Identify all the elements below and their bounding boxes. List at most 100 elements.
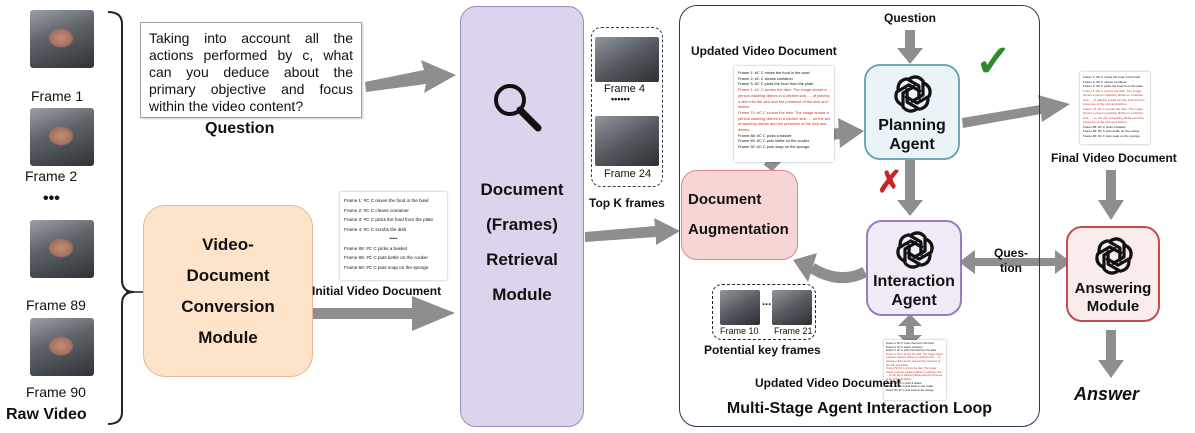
conversion-line: Video- (202, 235, 254, 254)
potential-frame-image (772, 290, 812, 325)
openai-logo-icon (893, 228, 937, 272)
doc-line: Frame 4: #C C scrubs the dish (344, 226, 407, 232)
doc-line: Frame 2: #C C cleans container (738, 75, 793, 81)
doc-line: Frame 1: #C C mixes the food in the bowl (1083, 75, 1140, 79)
potential-frame-label: Frame 21 (774, 326, 813, 336)
raw-video-brace (107, 11, 135, 425)
arrow-interaction-answering-bidirectional (959, 250, 1071, 274)
question-side-line: Ques- (994, 246, 1029, 260)
conversion-line: Module (198, 328, 258, 347)
answering-module-label: Answering Module (1068, 280, 1158, 316)
doc-line: Frame 89: #C C puts kettle on the cooker (344, 255, 429, 260)
arrow-planning-to-interaction (897, 160, 923, 216)
doc-line: Frame 90: #C C puts soap on the sponge (886, 388, 934, 392)
question-label: Question (205, 120, 275, 137)
potential-frame-label: Frame 10 (720, 326, 759, 336)
top-k-frame-label: Frame 24 (604, 168, 652, 180)
question-side-line: tion (1000, 261, 1022, 275)
loop-label: Multi-Stage Agent Interaction Loop (726, 400, 993, 417)
conversion-line: Document (186, 266, 270, 285)
frame-ellipsis: ••• (43, 190, 60, 207)
raw-frame-label: Frame 1 (31, 88, 84, 104)
openai-logo-icon (1092, 234, 1136, 278)
doc-line: Frame 89: #C C puts kettle on the cooker (886, 385, 934, 389)
doc-line: Frame 1: #C C mixes the food in the bowl (344, 198, 429, 203)
top-k-frame-image (595, 37, 659, 82)
raw-frame-image (30, 220, 94, 278)
video-document-conversion-module: Video- Document Conversion Module (143, 205, 313, 377)
doc-line: Frame 2: #C C cleans container (344, 207, 409, 213)
doc-line: Frame 1: #C C mixes the food in the bowl (738, 70, 810, 75)
doc-line: Frame 88: #C C picks a basket (738, 132, 792, 138)
loop-question-label: Question (884, 11, 937, 25)
arrow-retrieval-to-augmentation (585, 218, 680, 245)
arrow-question-to-planning (897, 30, 923, 64)
interaction-line: Interaction (873, 273, 955, 290)
doc-line: Frame 4: #C C scrubs the dish. The image… (738, 87, 830, 110)
cross-icon: ✗ (877, 166, 903, 199)
doc-line: Frame 3: #C C picks the food from the pl… (738, 81, 814, 87)
answering-module: Answering Module (1066, 226, 1160, 322)
doc-line: Frame 1: #C C mixes the food in the bowl (886, 342, 934, 345)
answering-line: Answering (1074, 280, 1152, 297)
planning-line: Agent (889, 136, 935, 153)
conversion-line: Conversion (181, 297, 275, 316)
raw-video-label: Raw Video (6, 406, 87, 423)
potential-key-frames-group (712, 284, 816, 340)
raw-frame-image (30, 10, 94, 68)
retrieval-line: (Frames) (486, 215, 558, 234)
arrow-planning-to-final-doc (962, 95, 1070, 128)
doc-line: Frame 3: #C C picks the food from the pl… (1083, 84, 1144, 88)
raw-frame-image (30, 108, 94, 166)
doc-line: Frame 88: #C C picks a basket (886, 381, 922, 385)
top-k-frames-group (591, 27, 663, 187)
raw-frame-label: Frame 89 (26, 297, 86, 313)
top-k-frame-image (595, 116, 659, 166)
final-video-document-label: Final Video Document (1051, 151, 1177, 165)
interaction-line: Agent (891, 292, 937, 309)
potential-key-frames-label: Potential key frames (704, 343, 821, 357)
doc-line: Frame 2: #C C cleans container (886, 345, 923, 349)
arrow-interaction-to-augmentation (809, 263, 868, 284)
top-k-frame-label: Frame 4 (604, 83, 645, 95)
retrieval-line: Retrieval (486, 250, 558, 269)
retrieval-line: Document (480, 180, 564, 199)
raw-frame-image (30, 318, 94, 376)
doc-line: Frame 3: #C C picks the food from the pl… (886, 349, 937, 353)
doc-line: Frame 3: #C C picks the food from the pl… (344, 217, 434, 222)
doc-line: Frame 90: #C C puts soap on the sponge (738, 144, 810, 150)
doc-line: Frame 4: #C C scrubs the dish. The image… (1083, 88, 1145, 107)
openai-logo-icon (891, 72, 935, 116)
doc-line: Frame 79: #C C scrubs the dish. The imag… (738, 109, 830, 133)
retrieval-line: Module (492, 285, 552, 304)
top-k-dots: •••••• (611, 94, 630, 104)
retrieval-label: Document (Frames) Retrieval Module (460, 172, 584, 312)
question-box: Taking into account all the actions perf… (140, 22, 362, 118)
answering-line: Module (1086, 298, 1140, 315)
potential-frame-image (720, 290, 760, 325)
check-icon: ✓ (975, 37, 1012, 86)
planning-line: Planning (878, 117, 946, 134)
multi-stage-agent-loop (679, 5, 1040, 427)
doc-line: Frame 90: #C C puts soap on the sponge (1083, 133, 1140, 138)
top-k-frames-label: Top K frames (589, 196, 665, 210)
updated-video-document-top: Frame 1: #C C mixes the food in the bowl… (734, 66, 834, 162)
raw-frame-label: Frame 90 (26, 384, 86, 400)
initial-video-document: Frame 1: #C C mixes the food in the bowl… (340, 192, 447, 280)
arrow-question-to-retrieval (365, 60, 456, 93)
search-icon (486, 76, 546, 136)
interaction-agent-label: Interaction Agent (868, 272, 960, 310)
augmentation-line: Document (688, 191, 762, 208)
planning-agent-label: Planning Agent (866, 116, 958, 154)
doc-line: Frame 79: #C C scrubs the dish. The imag… (886, 367, 943, 381)
doc-line: Frame 88: #C C picks a basket (344, 245, 408, 251)
document-augmentation-module: Document Augmentation (681, 170, 798, 260)
updated-doc-label-bottom: Updated Video Document (755, 376, 901, 390)
question-side-label: Ques- tion (994, 246, 1028, 276)
doc-line: Frame 89: #C C puts kettle on the cooker (738, 138, 810, 144)
arrow-interaction-to-updated-doc (898, 314, 922, 332)
updated-doc-label-top: Updated Video Document (691, 44, 837, 58)
doc-line: ••••• (389, 236, 398, 241)
doc-line: Frame 89: #C C puts kettle on the cooker (1083, 129, 1140, 133)
